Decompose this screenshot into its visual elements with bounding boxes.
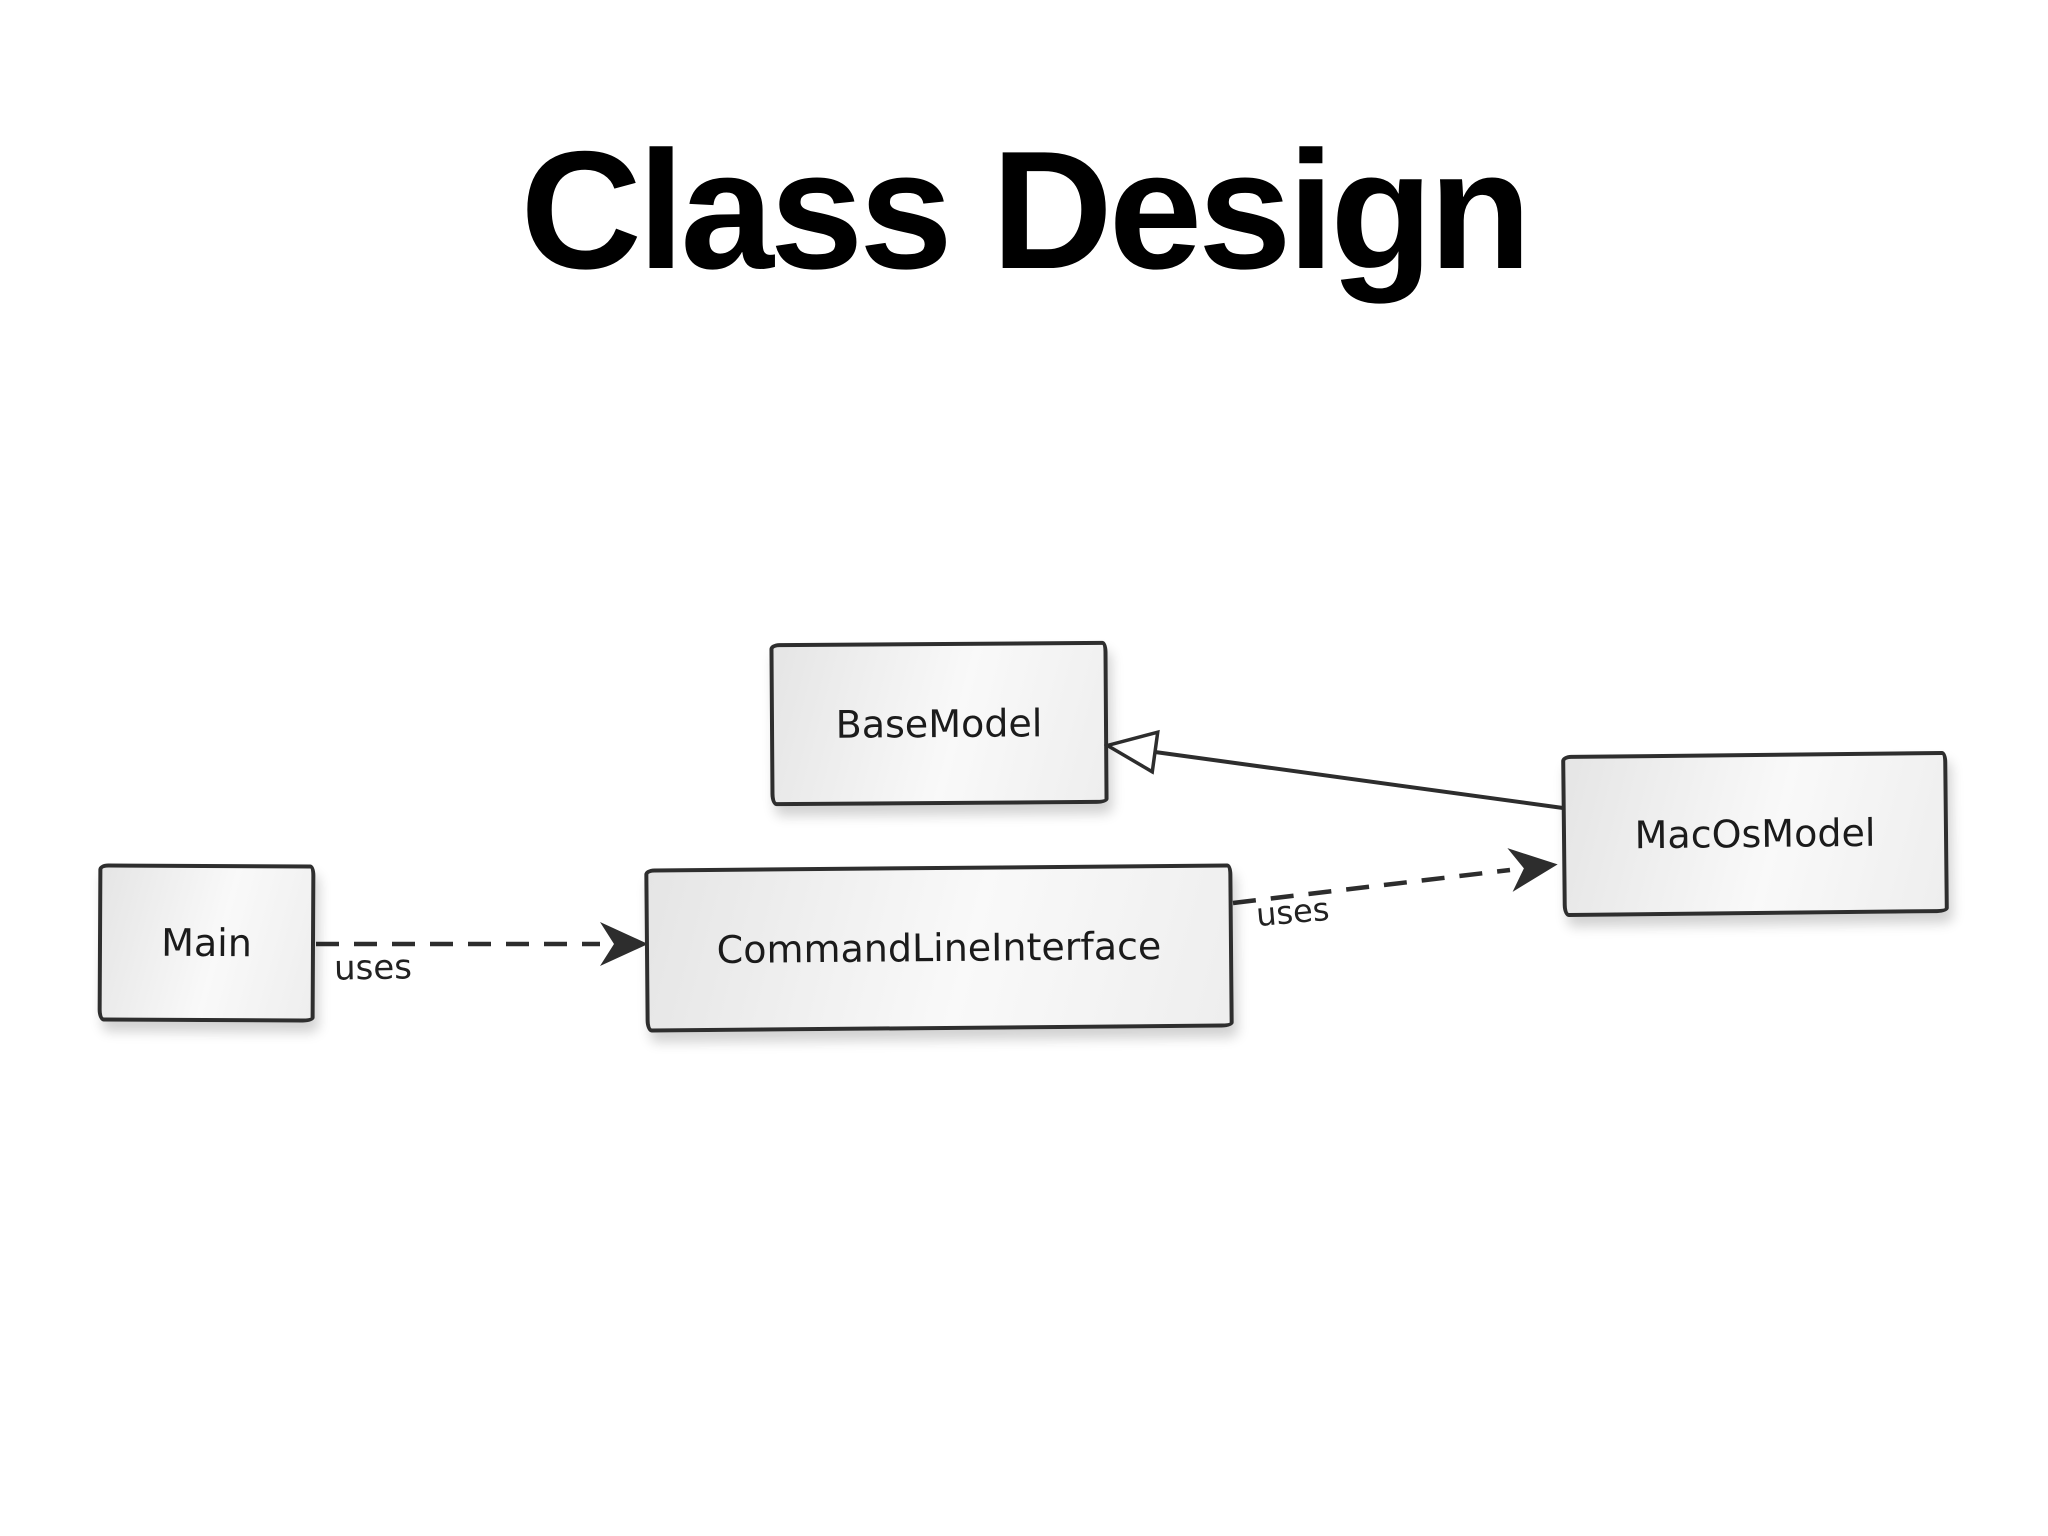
class-box-basemodel: BaseModel (769, 640, 1109, 807)
class-label-macosmodel: MacOsModel (1634, 810, 1876, 858)
class-box-commandlineinterface: CommandLineInterface (644, 863, 1234, 1033)
class-label-commandlineinterface: CommandLineInterface (716, 924, 1162, 972)
class-label-main: Main (161, 920, 252, 966)
edge-label-uses-main-to-cli: uses (333, 947, 413, 989)
class-box-macosmodel: MacOsModel (1561, 750, 1949, 918)
inheritance-line-macosmodel-to-basemodel (1102, 729, 1564, 810)
class-label-basemodel: BaseModel (835, 700, 1043, 747)
edge-label-uses-cli-to-macosmodel: uses (1254, 889, 1331, 935)
slide-title: Class Design (520, 116, 1531, 304)
class-box-main: Main (97, 863, 316, 1023)
